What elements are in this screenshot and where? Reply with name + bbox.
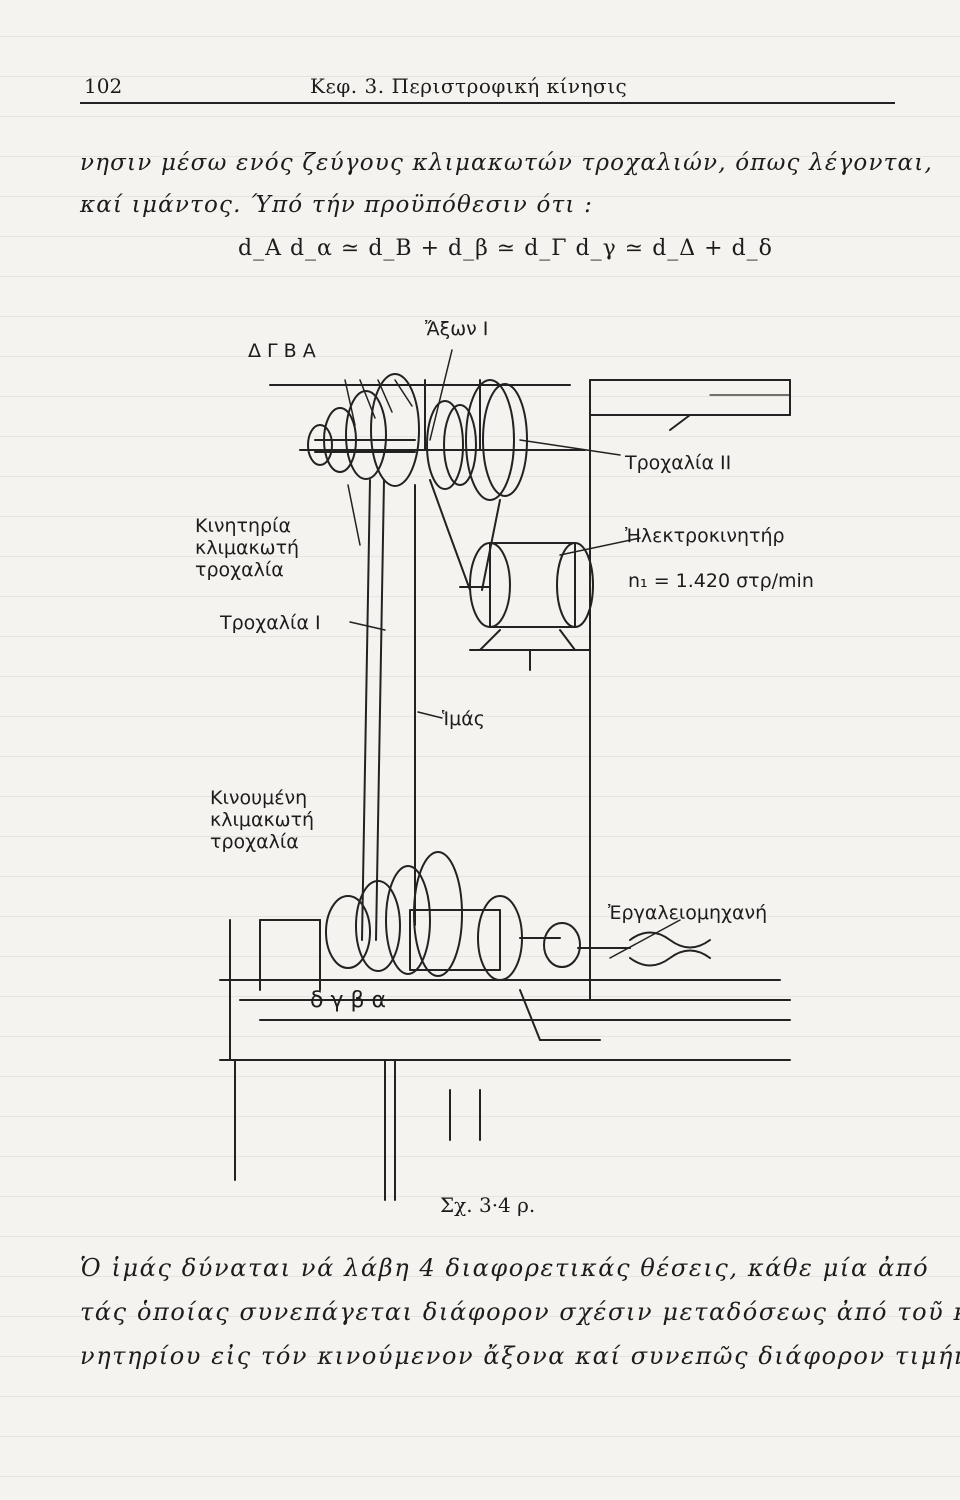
label-driving-pulley-2: κλιμακωτή <box>195 537 300 559</box>
machine-legs <box>234 1059 481 1201</box>
driving-stepped-pulley <box>307 373 420 487</box>
body-line-2: τάς ὁποίας συνεπάγεται διάφορον σχέσιν μ… <box>80 1298 960 1326</box>
label-driven-pulley-1: Κινουμένη <box>210 787 308 809</box>
label-dgba-upper: Δ Γ Β Α <box>248 340 316 362</box>
pulley-drive-drawing <box>219 349 791 1201</box>
lower-stepped-pulley <box>325 851 463 977</box>
wall-slant <box>669 414 691 431</box>
electric-motor-drawing <box>459 542 594 671</box>
pulley-diameter-formula: d_A d_α ≃ d_B + d_β ≃ d_Γ d_γ ≃ d_Δ + d_… <box>238 236 773 261</box>
leader-axon-i <box>429 349 453 441</box>
leader-pulley-ii <box>519 439 621 456</box>
label-motor-speed: n₁ = 1.420 στρ/min <box>628 570 814 592</box>
page-number: 102 <box>84 74 123 98</box>
leader-gamma-upper <box>359 379 376 419</box>
intro-line-1: νησιν μέσω ενός ζεύγους κλιμακωτών τροχα… <box>80 150 934 176</box>
label-electric-motor: Ἠλεκτροκινητήρ <box>625 525 785 547</box>
belt-left-1 <box>361 479 371 941</box>
motor-belt-2 <box>447 529 471 591</box>
figure-3-4: Δ Γ Β Α Ἄξων Ι Τροχαλία ΙΙ Κινητηρία κλι… <box>180 300 920 1480</box>
running-title: Κεφ. 3. Περιστροφική κίνησις <box>310 74 628 98</box>
leader-alpha-upper <box>394 379 413 407</box>
leader-pulley-i <box>349 621 386 631</box>
machine-bed <box>219 919 791 1061</box>
leader-beta-upper <box>377 379 393 413</box>
upper-pulley <box>426 379 528 501</box>
label-driving-pulley-1: Κινητηρία <box>195 515 292 537</box>
label-driving-pulley-3: τροχαλία <box>195 559 284 581</box>
belt-left-2 <box>375 479 385 941</box>
label-pulley-ii: Τροχαλία ΙΙ <box>625 452 732 474</box>
label-pulley-i: Τροχαλία Ι <box>220 612 321 634</box>
leader-delta-upper <box>344 379 356 426</box>
figure-caption: Σχ. 3·4 ρ. <box>440 1193 536 1217</box>
leader-machine-tool <box>609 919 681 959</box>
motor-belt-1 <box>429 479 449 531</box>
body-line-1: Ὁ ἱμάς δύναται νά λάβη 4 διαφορετικάς θέ… <box>80 1254 930 1282</box>
leader-driving-pulley <box>347 484 361 546</box>
label-dgba-lower: δ γ β α <box>310 988 387 1013</box>
intro-line-2: καί ιμάντος. Ύπό τήν προϋπόθεσιν ότι : <box>80 192 594 218</box>
label-machine-tool: Ἐργαλειομηχανή <box>608 902 768 924</box>
label-belt: Ἱμάς <box>442 708 485 730</box>
leader-motor <box>559 537 641 556</box>
label-driven-pulley-3: τροχαλία <box>210 831 299 853</box>
body-line-3: νητηρίου εἰς τόν κινούμενον ἄξονα καί συ… <box>80 1342 960 1370</box>
label-axon-i: Ἄξων Ι <box>425 318 489 340</box>
page-header: 102 Κεφ. 3. Περιστροφική κίνησις <box>80 70 895 104</box>
label-driven-pulley-2: κλιμακωτή <box>210 809 315 831</box>
leader-belt <box>417 711 443 719</box>
